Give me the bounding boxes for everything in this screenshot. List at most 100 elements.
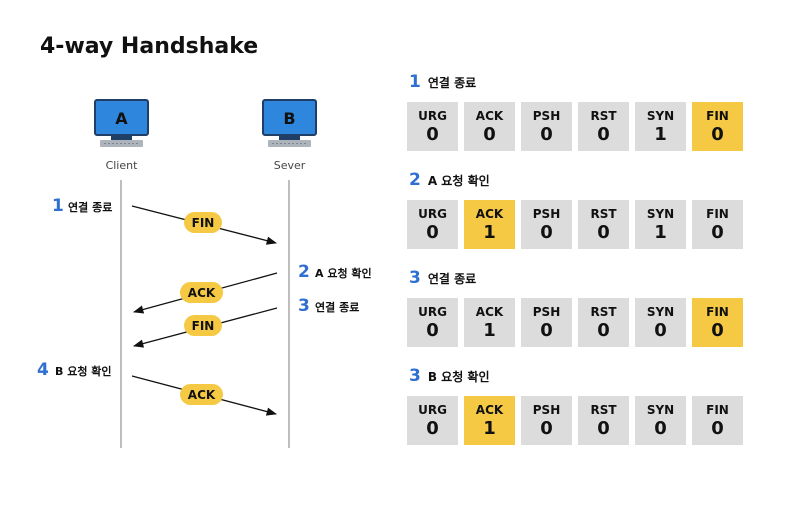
flag-value: 0 [654,417,667,439]
flag-name: FIN [706,206,729,221]
flag-value: 0 [597,417,610,439]
step-4-label: B 요청 확인 [55,364,112,378]
flag-value: 0 [426,123,439,145]
section-label: 연결 종료 [427,272,477,286]
message-pill-ack-4: ACK [180,384,223,405]
flag-name: URG [418,402,447,417]
flag-name: ACK [475,402,504,417]
flag-value: 0 [540,221,553,243]
flag-name: RST [590,108,617,123]
flag-name: PSH [532,108,561,123]
server-label: Sever [274,159,306,172]
flag-value: 0 [711,319,724,341]
flag-value: 0 [540,319,553,341]
section-2-title: 2 A 요청 확인 [409,170,490,190]
section-number: 3 [409,268,421,288]
svg-text:ACK: ACK [188,286,216,300]
svg-text:FIN: FIN [192,216,215,230]
flag-value: 0 [597,221,610,243]
svg-text:FIN: FIN [192,319,215,333]
flag-value: 0 [711,417,724,439]
step-4-number: 4 [37,360,49,380]
flag-value: 0 [540,417,553,439]
page-title: 4-way Handshake [40,34,259,59]
flag-name: FIN [706,108,729,123]
step-3-number: 3 [298,296,310,316]
flag-name: SYN [646,304,675,319]
message-pill-fin-3: FIN [184,315,222,336]
flag-value: 1 [483,221,496,243]
message-pill-ack-2: ACK [180,282,223,303]
flag-name: RST [590,206,617,221]
section-label: B 요청 확인 [427,370,490,384]
flag-name: SYN [646,206,675,221]
step-2-number: 2 [298,262,310,282]
section-3-title: 3 연결 종료 [409,268,476,288]
section-1-title: 1 연결 종료 [409,72,476,92]
step-3-label: 연결 종료 [315,300,359,314]
flag-name: FIN [706,402,729,417]
flag-value: 0 [426,417,439,439]
flag-name: PSH [532,304,561,319]
client-label: Client [106,159,139,172]
flag-value: 0 [426,319,439,341]
flag-name: SYN [646,108,675,123]
flag-value: 0 [597,123,610,145]
step-1-number: 1 [52,196,64,216]
flag-name: SYN [646,402,675,417]
flag-value: 1 [483,417,496,439]
flag-value: 0 [597,319,610,341]
flag-name: ACK [475,304,504,319]
flag-name: URG [418,206,447,221]
svg-text:ACK: ACK [188,388,216,402]
flag-name: FIN [706,304,729,319]
section-label: 연결 종료 [427,76,477,90]
flag-value: 0 [654,319,667,341]
section-number: 3 [409,366,421,386]
step-1-label: 연결 종료 [68,200,112,214]
flag-value: 0 [483,123,496,145]
section-number: 2 [409,170,421,190]
flag-value: 0 [711,221,724,243]
flag-name: PSH [532,206,561,221]
flag-name: ACK [475,206,504,221]
server-computer-icon: B [262,99,317,147]
step-2-label: A 요청 확인 [315,266,372,280]
client-computer-icon: A [94,99,149,147]
message-pill-fin-1: FIN [184,212,222,233]
flag-name: URG [418,108,447,123]
flag-value: 1 [654,221,667,243]
flag-name: ACK [475,108,504,123]
section-label: A 요청 확인 [427,174,490,188]
flag-value: 1 [483,319,496,341]
flag-value: 0 [711,123,724,145]
flag-value: 1 [654,123,667,145]
flag-value: 0 [426,221,439,243]
flag-name: URG [418,304,447,319]
